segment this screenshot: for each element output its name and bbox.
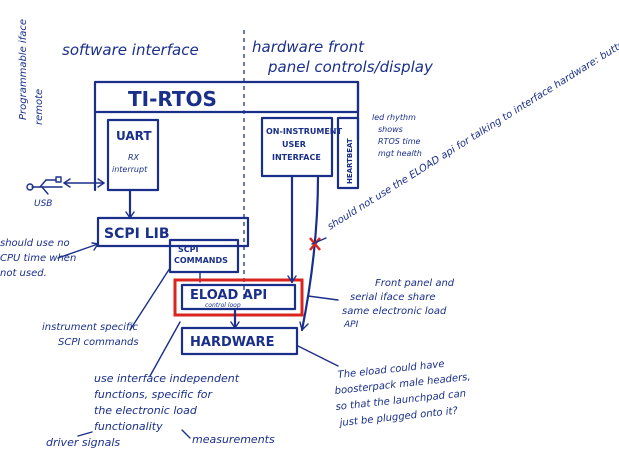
uart-label: UART xyxy=(116,129,152,143)
ui-box xyxy=(260,116,334,178)
use-line1: use interface independent xyxy=(94,372,240,385)
led-line3: RTOS time xyxy=(378,137,421,146)
header-hardware-line2: panel controls/display xyxy=(267,58,434,76)
heartbeat-box xyxy=(336,116,360,190)
use-line2: functions, specific for xyxy=(94,388,213,401)
note-cpu-line1: should use no xyxy=(0,238,70,249)
eload-api-label: ELOAD API xyxy=(190,288,267,303)
scpi-commands-box xyxy=(168,238,240,274)
scpi-lib-label: SCPI LIB xyxy=(104,226,170,242)
scpi-cmd-line1: SCPI xyxy=(178,245,198,254)
usb-icon xyxy=(26,176,63,195)
instr-line2: SCPI commands xyxy=(58,337,139,348)
scpi-lib-box xyxy=(96,216,250,248)
eload-highlight xyxy=(173,278,304,317)
scpi-cmd-line2: COMMANDS xyxy=(174,256,228,265)
heartbeat-label: HEARTBEAT xyxy=(346,138,354,184)
front-line3: same electronic load xyxy=(342,306,447,317)
note-remote: remote xyxy=(34,89,45,125)
usb-label: USB xyxy=(34,199,52,209)
note-should-not: should not use the ELOAD api for talking… xyxy=(326,0,619,233)
uart-interrupt: interrupt xyxy=(112,165,148,174)
header-software: software interface xyxy=(62,41,199,59)
eload-api-box xyxy=(180,283,297,311)
ui-line3: INTERFACE xyxy=(272,153,321,162)
header-hardware-line1: hardware front xyxy=(252,38,365,56)
note-cpu-line3: not used. xyxy=(0,268,47,279)
note-programmable-iface: Programmable iface xyxy=(18,19,29,120)
uart-rx: RX xyxy=(128,153,140,162)
front-line1: Front panel and xyxy=(375,278,455,289)
hardware-box xyxy=(180,326,299,356)
ui-line2: USER xyxy=(282,140,306,149)
note-cpu-line2: CPU time when xyxy=(0,253,76,264)
instr-line1: instrument specific xyxy=(42,322,138,333)
ui-line1: ON-INSTRUMENT xyxy=(266,127,342,136)
uart-box xyxy=(106,118,160,192)
front-line4: API xyxy=(343,320,359,330)
measurements: measurements xyxy=(192,433,275,446)
driver-signals: driver signals xyxy=(46,436,120,449)
use-line4: functionality xyxy=(94,420,163,433)
front-line2: serial iface share xyxy=(350,292,436,303)
eload-control-loop: control loop xyxy=(205,302,241,309)
led-line4: mgt health xyxy=(378,149,422,158)
led-line2: shows xyxy=(378,125,403,134)
red-x-mark xyxy=(309,237,321,251)
hardware-label: HARDWARE xyxy=(190,335,274,350)
led-line1: led rhythm xyxy=(372,113,416,122)
use-line3: the electronic load xyxy=(94,404,198,417)
rtos-label: TI-RTOS xyxy=(128,87,217,111)
